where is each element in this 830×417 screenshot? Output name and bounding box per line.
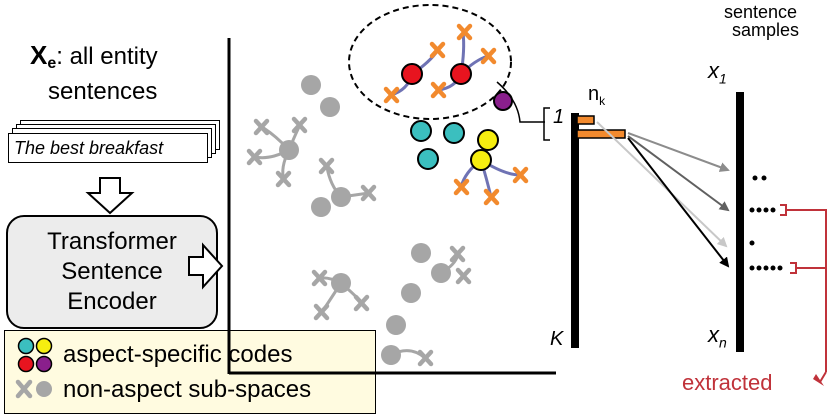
extracted-bracket xyxy=(780,204,827,383)
count-symbol: n xyxy=(588,83,600,105)
encoder-line-3: Encoder xyxy=(67,288,157,315)
extracted-arrowhead xyxy=(813,374,824,386)
legend-code-icon xyxy=(17,337,53,373)
sample-arrow-mid xyxy=(627,135,730,212)
down-arrow-icon xyxy=(85,177,135,215)
sample-first-label: x1 xyxy=(708,58,727,86)
first-symbol: x xyxy=(708,58,719,83)
bracket-icon xyxy=(543,107,550,141)
aspect-crosses xyxy=(383,23,529,206)
legend-subspace-icon xyxy=(15,379,52,399)
samples-header-line2: samples xyxy=(732,20,800,40)
histogram-bottom-label: K xyxy=(550,328,564,350)
title-symbol: X xyxy=(30,40,48,70)
last-subscript: n xyxy=(719,334,727,351)
histogram-bar-2 xyxy=(576,129,626,139)
title-subscript: e xyxy=(47,55,57,73)
encoder-line-2: Sentence xyxy=(61,258,163,285)
encoder-line-1: Transformer xyxy=(47,228,177,255)
legend-aspect-label: aspect-specific codes xyxy=(63,341,293,368)
input-title: Xe: all entity xyxy=(30,40,158,73)
histogram-bar-1 xyxy=(576,115,595,125)
sample-dots xyxy=(749,175,783,271)
samples-header-line1: sentence xyxy=(724,2,798,22)
non-aspect-dots xyxy=(279,75,451,365)
right-arrow-icon xyxy=(188,242,224,290)
aspect-links xyxy=(389,30,522,199)
histogram-top-label: 1 xyxy=(553,106,565,128)
extracted-label: extracted xyxy=(682,370,773,395)
legend-non-aspect-label: non-aspect sub-spaces xyxy=(63,376,312,403)
cluster-connector xyxy=(496,81,545,123)
aspect-code-dots xyxy=(401,63,513,171)
sentence-card-front: The best breakfast xyxy=(8,133,208,163)
input-title-line2: sentences xyxy=(48,78,158,105)
sample-arrow-lightest xyxy=(596,121,728,248)
sample-arrow-light xyxy=(627,132,730,172)
sentence-card-text: The best breakfast xyxy=(14,138,164,158)
first-subscript: 1 xyxy=(719,70,727,87)
sample-arrow-dark xyxy=(627,137,730,268)
histogram-count-label: nk xyxy=(588,83,605,108)
last-symbol: x xyxy=(708,322,719,347)
title-rest: : all entity xyxy=(56,43,158,70)
count-subscript: k xyxy=(599,94,606,108)
non-aspect-crosses xyxy=(246,116,472,367)
sample-last-label: xn xyxy=(708,322,727,350)
aspect-cluster-ellipse xyxy=(348,4,512,120)
